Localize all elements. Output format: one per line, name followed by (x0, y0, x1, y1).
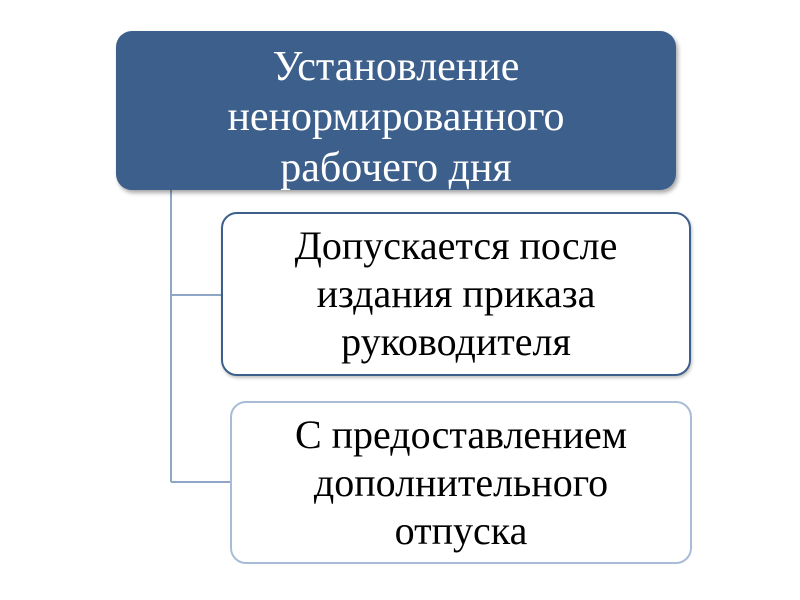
root-node-text: Установление ненормированного рабочего д… (227, 42, 564, 193)
root-node: Установление ненормированного рабочего д… (116, 31, 676, 193)
child2-line-1: С предоставлением (294, 411, 628, 457)
child-node-2-text: С предоставлением дополнительного отпуск… (295, 411, 627, 555)
child2-line-2: дополнительного (313, 459, 609, 505)
root-line-2: ненормированного (227, 94, 565, 141)
child-node-1: Допускается после издания приказа руково… (221, 212, 691, 376)
child-node-1-text: Допускается после издания приказа руково… (295, 222, 618, 366)
root-line-3: рабочего дня (280, 144, 512, 191)
child1-line-3: руководителя (341, 319, 571, 364)
child1-line-2: издания приказа (316, 271, 596, 316)
child2-line-3: отпуска (394, 507, 528, 553)
child1-line-1: Допускается после (294, 223, 618, 268)
root-line-1: Установление (272, 43, 520, 90)
child-node-2: С предоставлением дополнительного отпуск… (230, 401, 692, 564)
